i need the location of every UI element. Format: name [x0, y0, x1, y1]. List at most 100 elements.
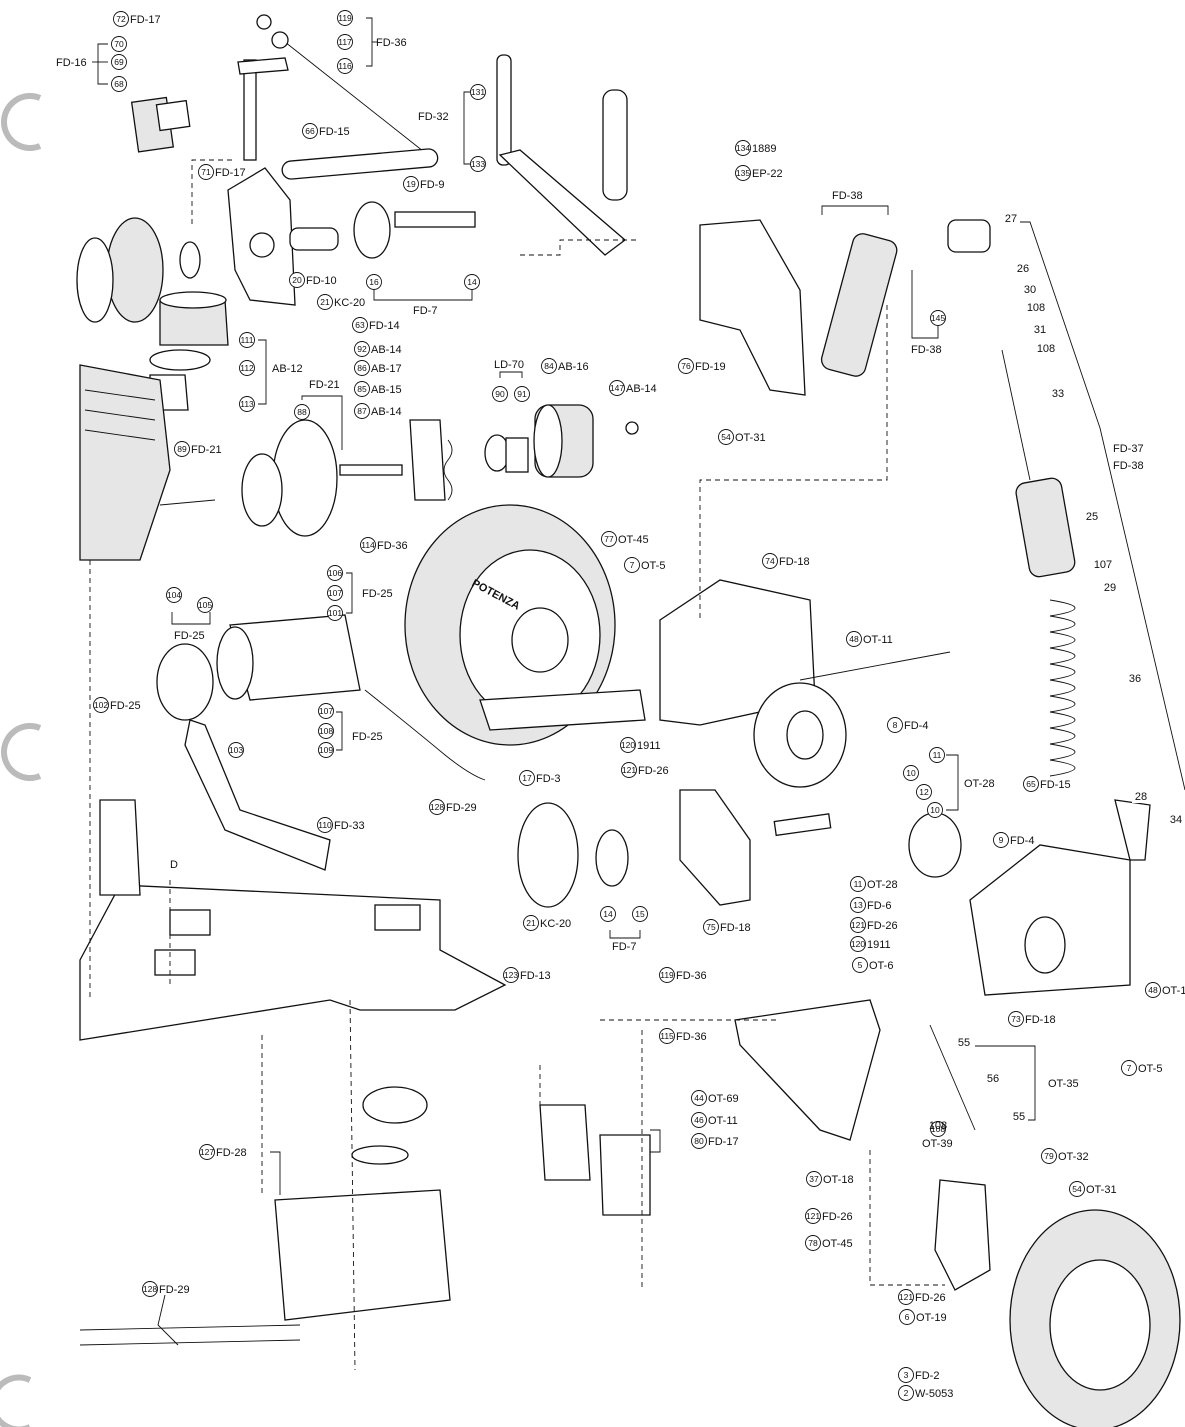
shock-tower-76 — [699, 219, 806, 396]
shaft-66 — [281, 148, 439, 180]
assembly-dash-2 — [520, 239, 640, 256]
axle-48 — [799, 651, 951, 681]
callout-code-c13: FD-6 — [867, 900, 891, 912]
filter-ring-112 — [149, 349, 211, 371]
callout-number-c108b: 108 — [931, 1124, 945, 1134]
callout-number-c90: 90 — [495, 389, 505, 399]
callout-circle-c85 — [354, 381, 370, 397]
flywheel — [106, 217, 164, 323]
callout-code-c72: FD-17 — [130, 14, 161, 26]
bearing-91 — [505, 437, 529, 473]
callout-circle-c116 — [337, 58, 353, 74]
pulley-21 — [595, 829, 629, 887]
callout-circle-c76 — [678, 358, 694, 374]
callout-circle-c70 — [111, 36, 127, 52]
callout-code-c74: FD-18 — [779, 556, 810, 568]
group-label-g-fd7a: FD-7 — [413, 305, 437, 317]
bearing-plate-75 — [679, 789, 751, 906]
engine-fin-3 — [84, 429, 156, 441]
callout-circle-c107b — [318, 703, 334, 719]
callout-number-c54b: 54 — [1072, 1184, 1082, 1194]
lead-fd38a — [821, 205, 889, 215]
callout-code-c123: FD-13 — [520, 970, 551, 982]
shock-part-s25: 25 — [1086, 511, 1098, 523]
callout-circle-c77 — [601, 531, 617, 547]
shock-part-s34: 34 — [1170, 814, 1182, 826]
callout-circle-c11b — [850, 876, 866, 892]
fuel-cap-ring — [351, 1145, 409, 1165]
callout-number-c107a: 107 — [328, 588, 342, 598]
callout-code-c65: FD-15 — [1040, 779, 1071, 791]
callout-circle-c107a — [327, 585, 343, 601]
callout-circle-c75 — [703, 919, 719, 935]
callout-circle-c21a — [317, 294, 333, 310]
callout-code-c119b: FD-36 — [676, 970, 707, 982]
callout-code-c76: FD-19 — [695, 361, 726, 373]
lead-fd29 — [157, 1294, 179, 1346]
shock-part-s33: 33 — [1052, 388, 1064, 400]
group-labels: FD-16FD-36FD-7FD-32AB-12FD-21LD-70FD-38F… — [56, 37, 1144, 1150]
callout-number-c54a: 54 — [721, 432, 731, 442]
engine-fin-1 — [84, 389, 156, 401]
shock-part-s31: 31 — [1034, 324, 1046, 336]
callout-code-c135: EP-22 — [752, 168, 783, 180]
callout-number-c48b: 48 — [1148, 985, 1158, 995]
callout-number-c80: 80 — [694, 1136, 704, 1146]
callout-circle-c54b — [1069, 1181, 1085, 1197]
air-filter-top — [159, 291, 227, 309]
callout-circle-c131 — [470, 84, 486, 100]
fuel-cap — [362, 1086, 428, 1124]
shock-label-bg-s28 — [1132, 791, 1150, 803]
callout-number-c92: 92 — [357, 344, 367, 354]
callout-number-c119a: 119 — [338, 13, 352, 23]
callout-circle-c2 — [898, 1385, 914, 1401]
callout-number-c145: 145 — [931, 313, 945, 323]
callout-circle-c21b — [523, 915, 539, 931]
callout-circle-c72 — [113, 11, 129, 27]
callout-code-c20: FD-10 — [306, 275, 337, 287]
callout-code-c102: FD-25 — [110, 700, 141, 712]
callout-number-c112: 112 — [240, 363, 254, 373]
callout-circle-c108b — [930, 1121, 946, 1137]
callout-number-c134: 134 — [736, 143, 750, 153]
shock-part-s108a: 108 — [1027, 302, 1045, 314]
callout-number-c8: 8 — [893, 720, 898, 730]
callout-code-c85: AB-15 — [371, 384, 402, 396]
callout-number-c102: 102 — [94, 700, 108, 710]
callout-number-c131: 131 — [471, 87, 485, 97]
callout-code-c8: FD-4 — [904, 720, 928, 732]
callout-code-c77: OT-45 — [618, 534, 649, 546]
callout-number-c84: 84 — [544, 361, 554, 371]
callout-circle-c101 — [327, 605, 343, 621]
callout-code-c73: FD-18 — [1025, 1014, 1056, 1026]
engine — [79, 364, 171, 561]
callout-code-c110: FD-33 — [334, 820, 365, 832]
callout-number-c6: 6 — [905, 1312, 910, 1322]
lead-fd17-servo — [650, 1129, 661, 1153]
callout-circle-c102 — [93, 697, 109, 713]
side-guide — [99, 799, 141, 896]
diff-cup-9 — [908, 812, 962, 878]
group-label-g-fd38c: FD-38 — [1113, 460, 1144, 472]
callout-circle-c20 — [289, 272, 305, 288]
callout-circle-c128a — [429, 799, 445, 815]
shaft-19 — [394, 211, 476, 228]
callout-number-c46: 46 — [694, 1115, 704, 1125]
callout-circle-c9 — [993, 832, 1009, 848]
callout-circle-c121c — [805, 1208, 821, 1224]
callout-number-c106: 106 — [328, 568, 342, 578]
callout-code-c48b: OT-11 — [1162, 985, 1185, 997]
shock-label-bg-s30 — [1021, 284, 1039, 296]
callout-number-c121b: 121 — [851, 920, 865, 930]
shock-label-bg-s31 — [1031, 324, 1049, 336]
callout-number-c19: 19 — [406, 179, 416, 189]
callout-circle-c7b — [1121, 1060, 1137, 1076]
callout-number-c104: 104 — [167, 590, 181, 600]
callout-circle-c87 — [354, 403, 370, 419]
callout-circle-c106 — [327, 565, 343, 581]
callout-code-c128b: FD-29 — [159, 1284, 190, 1296]
group-label-g-fd32: FD-32 — [418, 111, 449, 123]
lead-fd16 — [97, 43, 108, 85]
assembly-dash-6 — [349, 999, 356, 1371]
